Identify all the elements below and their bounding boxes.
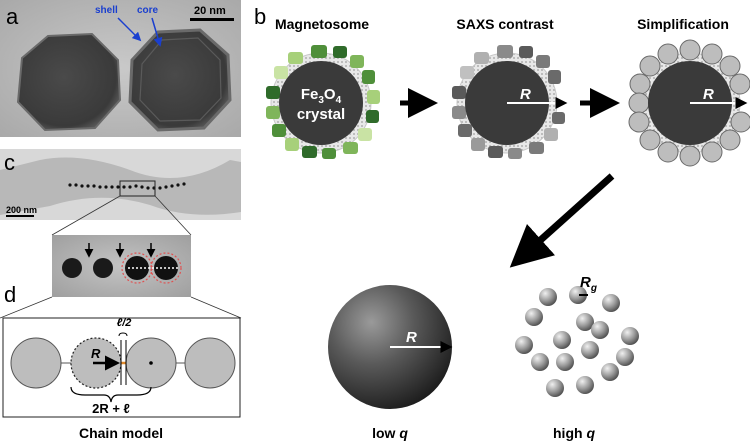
crystal-word: crystal <box>297 106 345 123</box>
zoom-line-left <box>51 195 121 236</box>
stage1-title: Magnetosome <box>275 16 369 32</box>
panel-letter-a: a <box>6 4 19 29</box>
tem-particle-left <box>16 32 122 132</box>
half-gap-label: ℓ/2 <box>117 317 132 329</box>
panel-d: d R ℓ/2 2R + ℓ Chain model <box>2 282 241 441</box>
tem-particle-right <box>128 28 232 132</box>
radius-label-2: R <box>520 86 531 103</box>
contrast-proteins <box>452 45 565 159</box>
zoom-line-right <box>154 195 192 236</box>
membrane-proteins <box>266 45 380 159</box>
scale-bar-a <box>190 18 234 21</box>
panel-a: a shell core 20 nm <box>0 0 241 137</box>
high-q-caption: high q <box>553 425 595 441</box>
simplification-diagram: R <box>628 39 750 167</box>
shell-label: shell <box>95 5 118 16</box>
panel-letter-b: b <box>254 4 266 29</box>
stage3-title: Simplification <box>637 16 729 32</box>
stage2-title: SAXS contrast <box>456 16 554 32</box>
panel-c: c 200 nm <box>0 149 241 236</box>
spacing-label: 2R + ℓ <box>92 401 130 416</box>
high-q-spheres <box>515 286 639 397</box>
panel-letter-d: d <box>4 282 16 307</box>
zoomed-chain <box>0 235 242 319</box>
chain-dots <box>68 182 186 190</box>
radius-label-low-q: R <box>406 329 417 346</box>
dotted-outline-right <box>150 252 182 284</box>
zoom-box <box>119 180 156 197</box>
zoom-line-left-2 <box>0 296 53 319</box>
scale-label-c: 200 nm <box>6 205 37 215</box>
zoom-line-right-2 <box>190 296 242 319</box>
tem-core-outline <box>139 37 222 122</box>
magnetite-core <box>279 61 363 145</box>
diagonal-arrow <box>509 173 615 268</box>
panel-letter-c: c <box>4 150 15 175</box>
center-dot <box>149 361 153 365</box>
model-sphere-4 <box>184 337 236 389</box>
saxs-contrast-diagram: R <box>452 45 568 159</box>
core-arrow <box>151 17 163 47</box>
radius-label-model: R <box>91 346 101 361</box>
spacing-brace <box>70 386 152 403</box>
crystal-formula: Fe3O4 <box>301 86 342 106</box>
model-sphere-1 <box>10 337 62 389</box>
panel-b: b Magnetosome SAXS contrast Simplificati… <box>254 4 750 441</box>
core-label: core <box>137 5 159 16</box>
shell-arrow <box>117 17 142 42</box>
magnetosome-diagram: Fe3O4 crystal <box>266 45 380 159</box>
scale-label-a: 20 nm <box>194 5 226 17</box>
chain-model-caption: Chain model <box>79 425 163 441</box>
radius-label-3: R <box>703 86 714 103</box>
low-q-caption: low q <box>372 425 408 441</box>
simplified-spheres <box>628 39 750 167</box>
scale-bar-c <box>6 215 34 217</box>
rg-label: Rg <box>580 274 597 294</box>
half-gap-brace <box>118 332 128 337</box>
